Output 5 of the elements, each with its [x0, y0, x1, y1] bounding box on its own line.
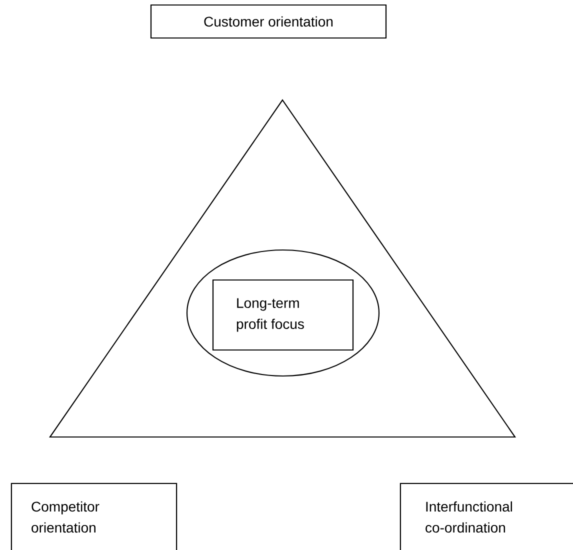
text-box: Long-term profit focus: [212, 279, 354, 351]
text-box: Interfunctional co-ordination: [400, 482, 573, 550]
ellipse: [186, 249, 380, 377]
text-box: Customer orientation: [150, 4, 387, 39]
text-box: Competitor orientation: [10, 482, 178, 550]
